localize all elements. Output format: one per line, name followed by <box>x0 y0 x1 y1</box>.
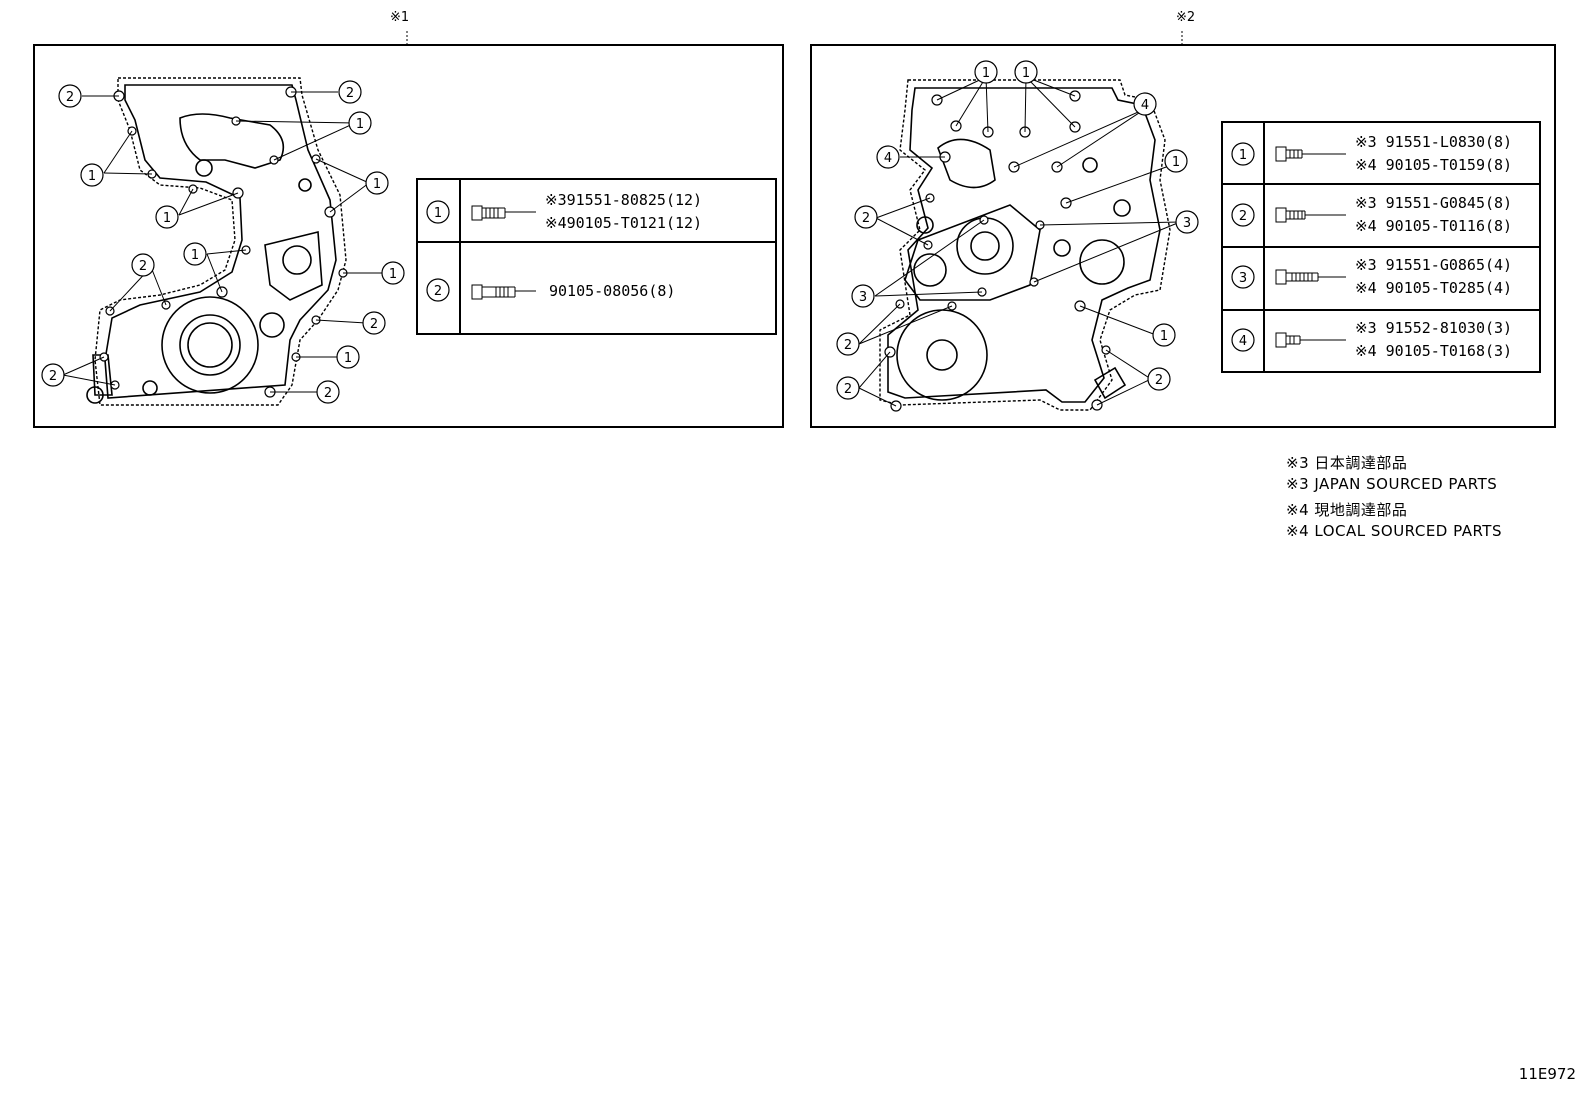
svg-text:1: 1 <box>163 211 171 226</box>
callout-2: 2 <box>338 80 362 104</box>
legend-local-jp: ※4 現地調達部品 <box>1286 501 1408 519</box>
callout-3: 3 <box>1175 210 1199 234</box>
svg-text:2: 2 <box>844 382 852 397</box>
callout-2: 2 <box>316 380 340 404</box>
svg-text:1: 1 <box>191 248 199 263</box>
callout-1: 1 <box>381 261 405 285</box>
callout-4: 4 <box>876 145 900 169</box>
svg-text:1: 1 <box>1172 155 1180 170</box>
callout-1: 1 <box>1152 323 1176 347</box>
svg-text:1: 1 <box>1022 66 1030 81</box>
panel1-cover-drawing <box>86 77 348 406</box>
panel2-leaders <box>858 76 1181 407</box>
svg-text:2: 2 <box>346 86 354 101</box>
p1-row1-line2: ※490105-T0121(12) <box>545 214 702 232</box>
callout-2: 2 <box>1147 367 1171 391</box>
p1-row2-ref: 2 <box>434 284 442 299</box>
callout-1: 1 <box>336 345 360 369</box>
svg-text:3: 3 <box>1239 271 1247 286</box>
callout-2: 2 <box>854 205 878 229</box>
callout-1: 1 <box>348 111 372 135</box>
svg-text:1: 1 <box>344 351 352 366</box>
svg-text:3: 3 <box>1183 216 1191 231</box>
bolt-icon <box>471 205 536 221</box>
panel1-parts-table: 1 2 ※391551-80825(12) ※490105-T0121(12) … <box>416 178 777 335</box>
callout-1: 1 <box>1164 149 1188 173</box>
svg-text:4: 4 <box>1239 334 1247 349</box>
callout-1: 1 <box>80 163 104 187</box>
legend-japan-en: ※3 JAPAN SOURCED PARTS <box>1286 475 1498 493</box>
callout-3: 3 <box>851 284 875 308</box>
svg-text:2: 2 <box>862 211 870 226</box>
svg-text:1: 1 <box>88 169 96 184</box>
p2-row3-line2: ※4 90105-T0285(4) <box>1355 279 1512 297</box>
panel2-parts-table: 1 2 3 4 ※3 91551-L0830(8) ※4 90105-T0159… <box>1221 121 1541 373</box>
panel1-leaders <box>62 91 383 393</box>
p2-row4-line1: ※3 91552-81030(3) <box>1355 319 1512 337</box>
bolt-icon <box>471 284 536 300</box>
callout-2: 2 <box>362 311 386 335</box>
p2-row2-line2: ※4 90105-T0116(8) <box>1355 217 1512 235</box>
svg-text:1: 1 <box>373 177 381 192</box>
panel1-callouts: 2 2 1 1 1 1 1 2 1 2 1 2 2 <box>41 80 405 404</box>
svg-text:1: 1 <box>982 66 990 81</box>
svg-text:1: 1 <box>1160 329 1168 344</box>
svg-text:2: 2 <box>66 90 74 105</box>
svg-text:1: 1 <box>356 117 364 132</box>
bolt-icon <box>1275 207 1346 223</box>
callout-2: 2 <box>836 332 860 356</box>
callout-1: 1 <box>974 60 998 84</box>
legend-japan-jp: ※3 日本調達部品 <box>1286 454 1408 472</box>
callout-1: 1 <box>183 242 207 266</box>
svg-text:4: 4 <box>1141 98 1149 113</box>
callout-1: 1 <box>1014 60 1038 84</box>
callout-1: 1 <box>365 171 389 195</box>
svg-text:3: 3 <box>859 290 867 305</box>
svg-text:1: 1 <box>389 267 397 282</box>
figure-code: 11E972 <box>1518 1065 1576 1083</box>
p1-row1-ref: 1 <box>434 206 442 221</box>
svg-text:2: 2 <box>370 317 378 332</box>
p2-row4-line2: ※4 90105-T0168(3) <box>1355 342 1512 360</box>
svg-text:2: 2 <box>1155 373 1163 388</box>
panel2-frame <box>810 44 1556 428</box>
svg-text:1: 1 <box>1239 148 1247 163</box>
callout-2: 2 <box>131 253 155 277</box>
panel1-marker: ※1 <box>390 10 410 25</box>
p2-row2-line1: ※3 91551-G0845(8) <box>1355 194 1512 212</box>
p2-row1-line2: ※4 90105-T0159(8) <box>1355 156 1512 174</box>
callout-4: 4 <box>1133 92 1157 116</box>
bolt-icon <box>1275 332 1346 348</box>
bolt-icon <box>1275 146 1346 162</box>
svg-text:2: 2 <box>1239 209 1247 224</box>
svg-text:4: 4 <box>884 151 892 166</box>
panel2-callouts: 1 1 4 4 1 2 3 3 2 1 2 2 <box>836 60 1199 400</box>
callout-2: 2 <box>58 84 82 108</box>
svg-text:2: 2 <box>139 259 147 274</box>
callout-2: 2 <box>836 376 860 400</box>
callout-2: 2 <box>41 363 65 387</box>
callout-1: 1 <box>155 205 179 229</box>
p2-row3-line1: ※3 91551-G0865(4) <box>1355 256 1512 274</box>
p2-row1-line1: ※3 91551-L0830(8) <box>1355 133 1512 151</box>
panel1-frame <box>33 44 784 428</box>
svg-text:2: 2 <box>49 369 57 384</box>
svg-text:2: 2 <box>324 386 332 401</box>
bolt-icon <box>1275 269 1346 285</box>
p1-row2-line1: 90105-08056(8) <box>549 282 675 300</box>
legend-local-en: ※4 LOCAL SOURCED PARTS <box>1286 522 1502 540</box>
panel2-marker: ※2 <box>1176 10 1196 25</box>
p1-row1-line1: ※391551-80825(12) <box>545 191 702 209</box>
svg-text:2: 2 <box>844 338 852 353</box>
